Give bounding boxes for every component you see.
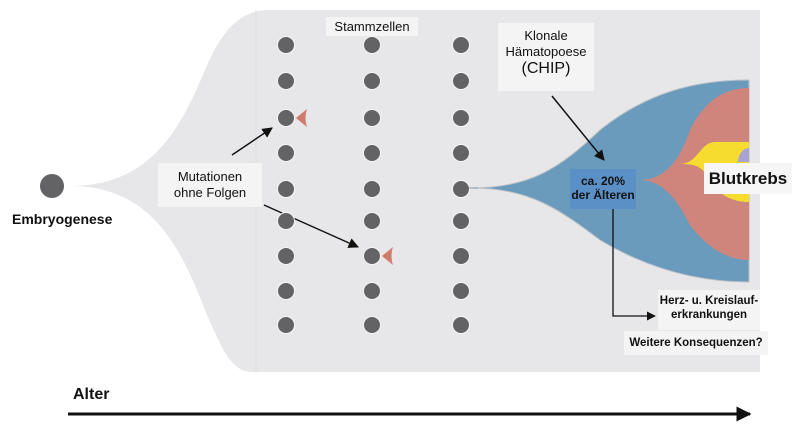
stammzellen-text: Stammzellen: [334, 19, 410, 34]
background-funnel: [70, 10, 760, 372]
mutation-marker: [296, 109, 307, 127]
blutkrebs-label: Blutkrebs: [704, 163, 792, 194]
embryogenese-text: Embryogenese: [12, 211, 113, 227]
stem-cell: [452, 180, 470, 198]
stem-cell: [363, 180, 381, 198]
stem-cell: [452, 282, 470, 300]
weitere-label: Weitere Konsequenzen?: [624, 331, 768, 355]
mutationen-line-2: ohne Folgen: [173, 184, 247, 200]
arrow-to-mutation-2: [263, 204, 359, 248]
mutation-marker: [382, 247, 393, 265]
stammzellen-label: Stammzellen: [326, 17, 418, 36]
stem-cell: [363, 72, 381, 90]
stem-cell: [452, 36, 470, 54]
mutationen-label: Mutationen ohne Folgen: [158, 163, 262, 207]
blood-cancer-salmon-clone: [640, 88, 749, 260]
cardiovascular-line-1: Herz- u. Kreislauf-: [659, 295, 759, 307]
mutationen-line-1: Mutationen: [177, 169, 243, 184]
prevalence-line-1: ca. 20%: [580, 174, 626, 188]
arrow-to-mutation-1: [231, 127, 273, 156]
stem-cell: [277, 316, 295, 334]
stem-cell: [452, 109, 470, 127]
stem-cell: [277, 212, 295, 230]
chip-label: Klonale Hämatopoese (CHIP): [498, 23, 594, 91]
prevalence-box: ca. 20% der Älteren: [570, 169, 636, 209]
stem-cell: [363, 109, 381, 127]
stem-cell: [452, 212, 470, 230]
weitere-text: Weitere Konsequenzen?: [629, 337, 763, 349]
chip-line-2: Hämatopoese: [505, 43, 587, 59]
stem-cell: [277, 180, 295, 198]
stem-cell: [363, 282, 381, 300]
stem-cell: [277, 36, 295, 54]
embryo-cell: [40, 174, 64, 198]
stem-cell: [277, 109, 295, 127]
stem-cell: [452, 72, 470, 90]
stem-cell: [452, 247, 470, 265]
blood-cancer-lavender-clone: [738, 148, 749, 162]
stem-cell: [277, 144, 295, 162]
stem-cell: [363, 36, 381, 54]
embryogenese-label: Embryogenese: [12, 211, 112, 227]
stem-cell: [452, 316, 470, 334]
chip-line-1: Klonale: [524, 28, 568, 43]
stem-cell: [277, 72, 295, 90]
stem-cell: [363, 247, 381, 265]
prevalence-line-2: der Älteren: [571, 188, 635, 203]
alter-label: Alter: [73, 386, 109, 404]
blutkrebs-text: Blutkrebs: [708, 169, 788, 188]
cardiovascular-line-2: erkrankungen: [670, 308, 748, 321]
stem-cell: [363, 144, 381, 162]
stem-cell: [277, 247, 295, 265]
cardiovascular-label: Herz- u. Kreislauf- erkrankungen: [658, 290, 760, 330]
arrow-chip-to-prevalence: [551, 95, 605, 161]
stem-cell: [277, 282, 295, 300]
stem-cell: [452, 144, 470, 162]
arrow-to-cardiovascular: [612, 203, 656, 321]
alter-text: Alter: [73, 386, 110, 403]
stem-cell: [363, 212, 381, 230]
stem-cell: [363, 316, 381, 334]
chip-line-3: (CHIP): [521, 60, 571, 78]
